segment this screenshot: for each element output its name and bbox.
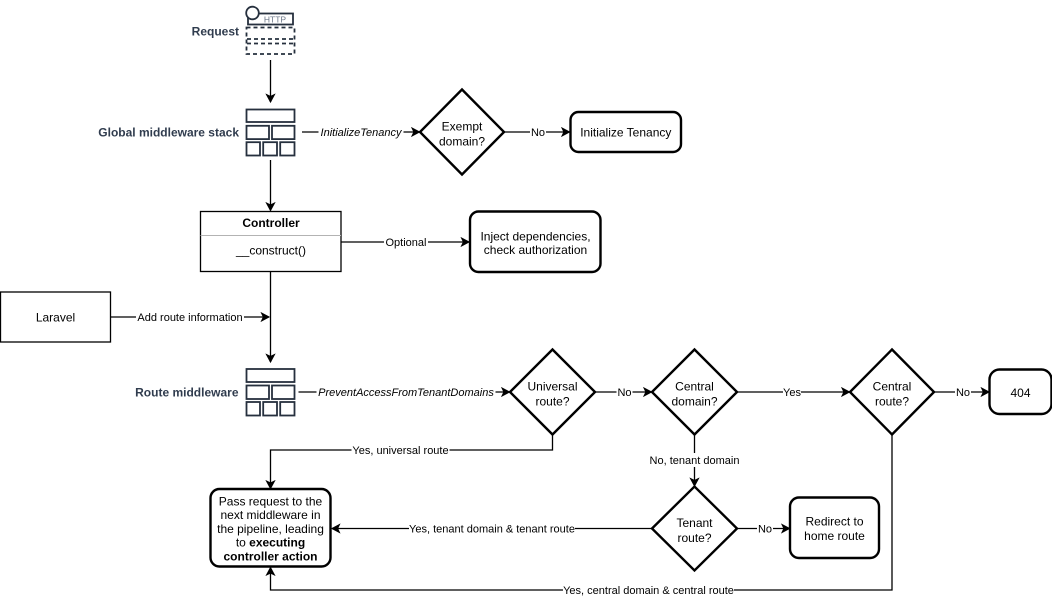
- svg-text:route?: route?: [535, 395, 569, 409]
- svg-text:route?: route?: [677, 531, 711, 545]
- svg-text:domain?: domain?: [439, 135, 485, 149]
- svg-text:Yes, central domain & central: Yes, central domain & central route: [563, 585, 734, 597]
- svg-text:Central: Central: [873, 380, 912, 394]
- svg-text:the pipeline, leading: the pipeline, leading: [217, 522, 324, 536]
- svg-text:Controller: Controller: [242, 216, 300, 230]
- svg-text:Optional: Optional: [386, 237, 427, 249]
- svg-text:No, tenant domain: No, tenant domain: [650, 455, 740, 467]
- svg-text:Request: Request: [192, 24, 239, 38]
- svg-text:check authorization: check authorization: [484, 243, 587, 257]
- svg-text:Global middleware stack: Global middleware stack: [98, 125, 239, 139]
- svg-text:No: No: [956, 387, 970, 399]
- svg-text:route?: route?: [875, 395, 909, 409]
- svg-text:No: No: [531, 127, 545, 139]
- svg-text:Pass request to the: Pass request to the: [219, 495, 323, 509]
- svg-text:Exempt: Exempt: [442, 120, 483, 134]
- svg-text:Yes: Yes: [783, 387, 801, 399]
- svg-text:Yes, tenant domain & tenant ro: Yes, tenant domain & tenant route: [409, 524, 575, 536]
- svg-text:Inject dependencies,: Inject dependencies,: [480, 229, 590, 243]
- svg-text:No: No: [758, 524, 772, 536]
- svg-text:controller action: controller action: [223, 549, 317, 563]
- svg-text:__construct(): __construct(): [235, 243, 306, 257]
- svg-text:InitializeTenancy: InitializeTenancy: [321, 127, 403, 139]
- svg-text:to executing: to executing: [236, 536, 305, 550]
- svg-text:Route middleware: Route middleware: [135, 385, 239, 399]
- svg-text:Add route information: Add route information: [137, 312, 242, 324]
- svg-text:Laravel: Laravel: [36, 310, 75, 324]
- svg-text:home route: home route: [804, 529, 865, 543]
- svg-text:domain?: domain?: [671, 395, 717, 409]
- svg-text:Initialize Tenancy: Initialize Tenancy: [580, 126, 671, 140]
- svg-text:Tenant: Tenant: [676, 516, 713, 530]
- svg-text:Redirect to: Redirect to: [805, 515, 863, 529]
- svg-text:HTTP: HTTP: [264, 14, 287, 24]
- svg-text:Yes, universal route: Yes, universal route: [352, 445, 448, 457]
- svg-text:No: No: [617, 387, 631, 399]
- svg-text:PreventAccessFromTenantDomains: PreventAccessFromTenantDomains: [318, 387, 494, 399]
- svg-text:404: 404: [1010, 386, 1030, 400]
- svg-text:Central: Central: [675, 380, 714, 394]
- svg-text:next middleware in: next middleware in: [220, 508, 320, 522]
- svg-text:Universal: Universal: [527, 380, 577, 394]
